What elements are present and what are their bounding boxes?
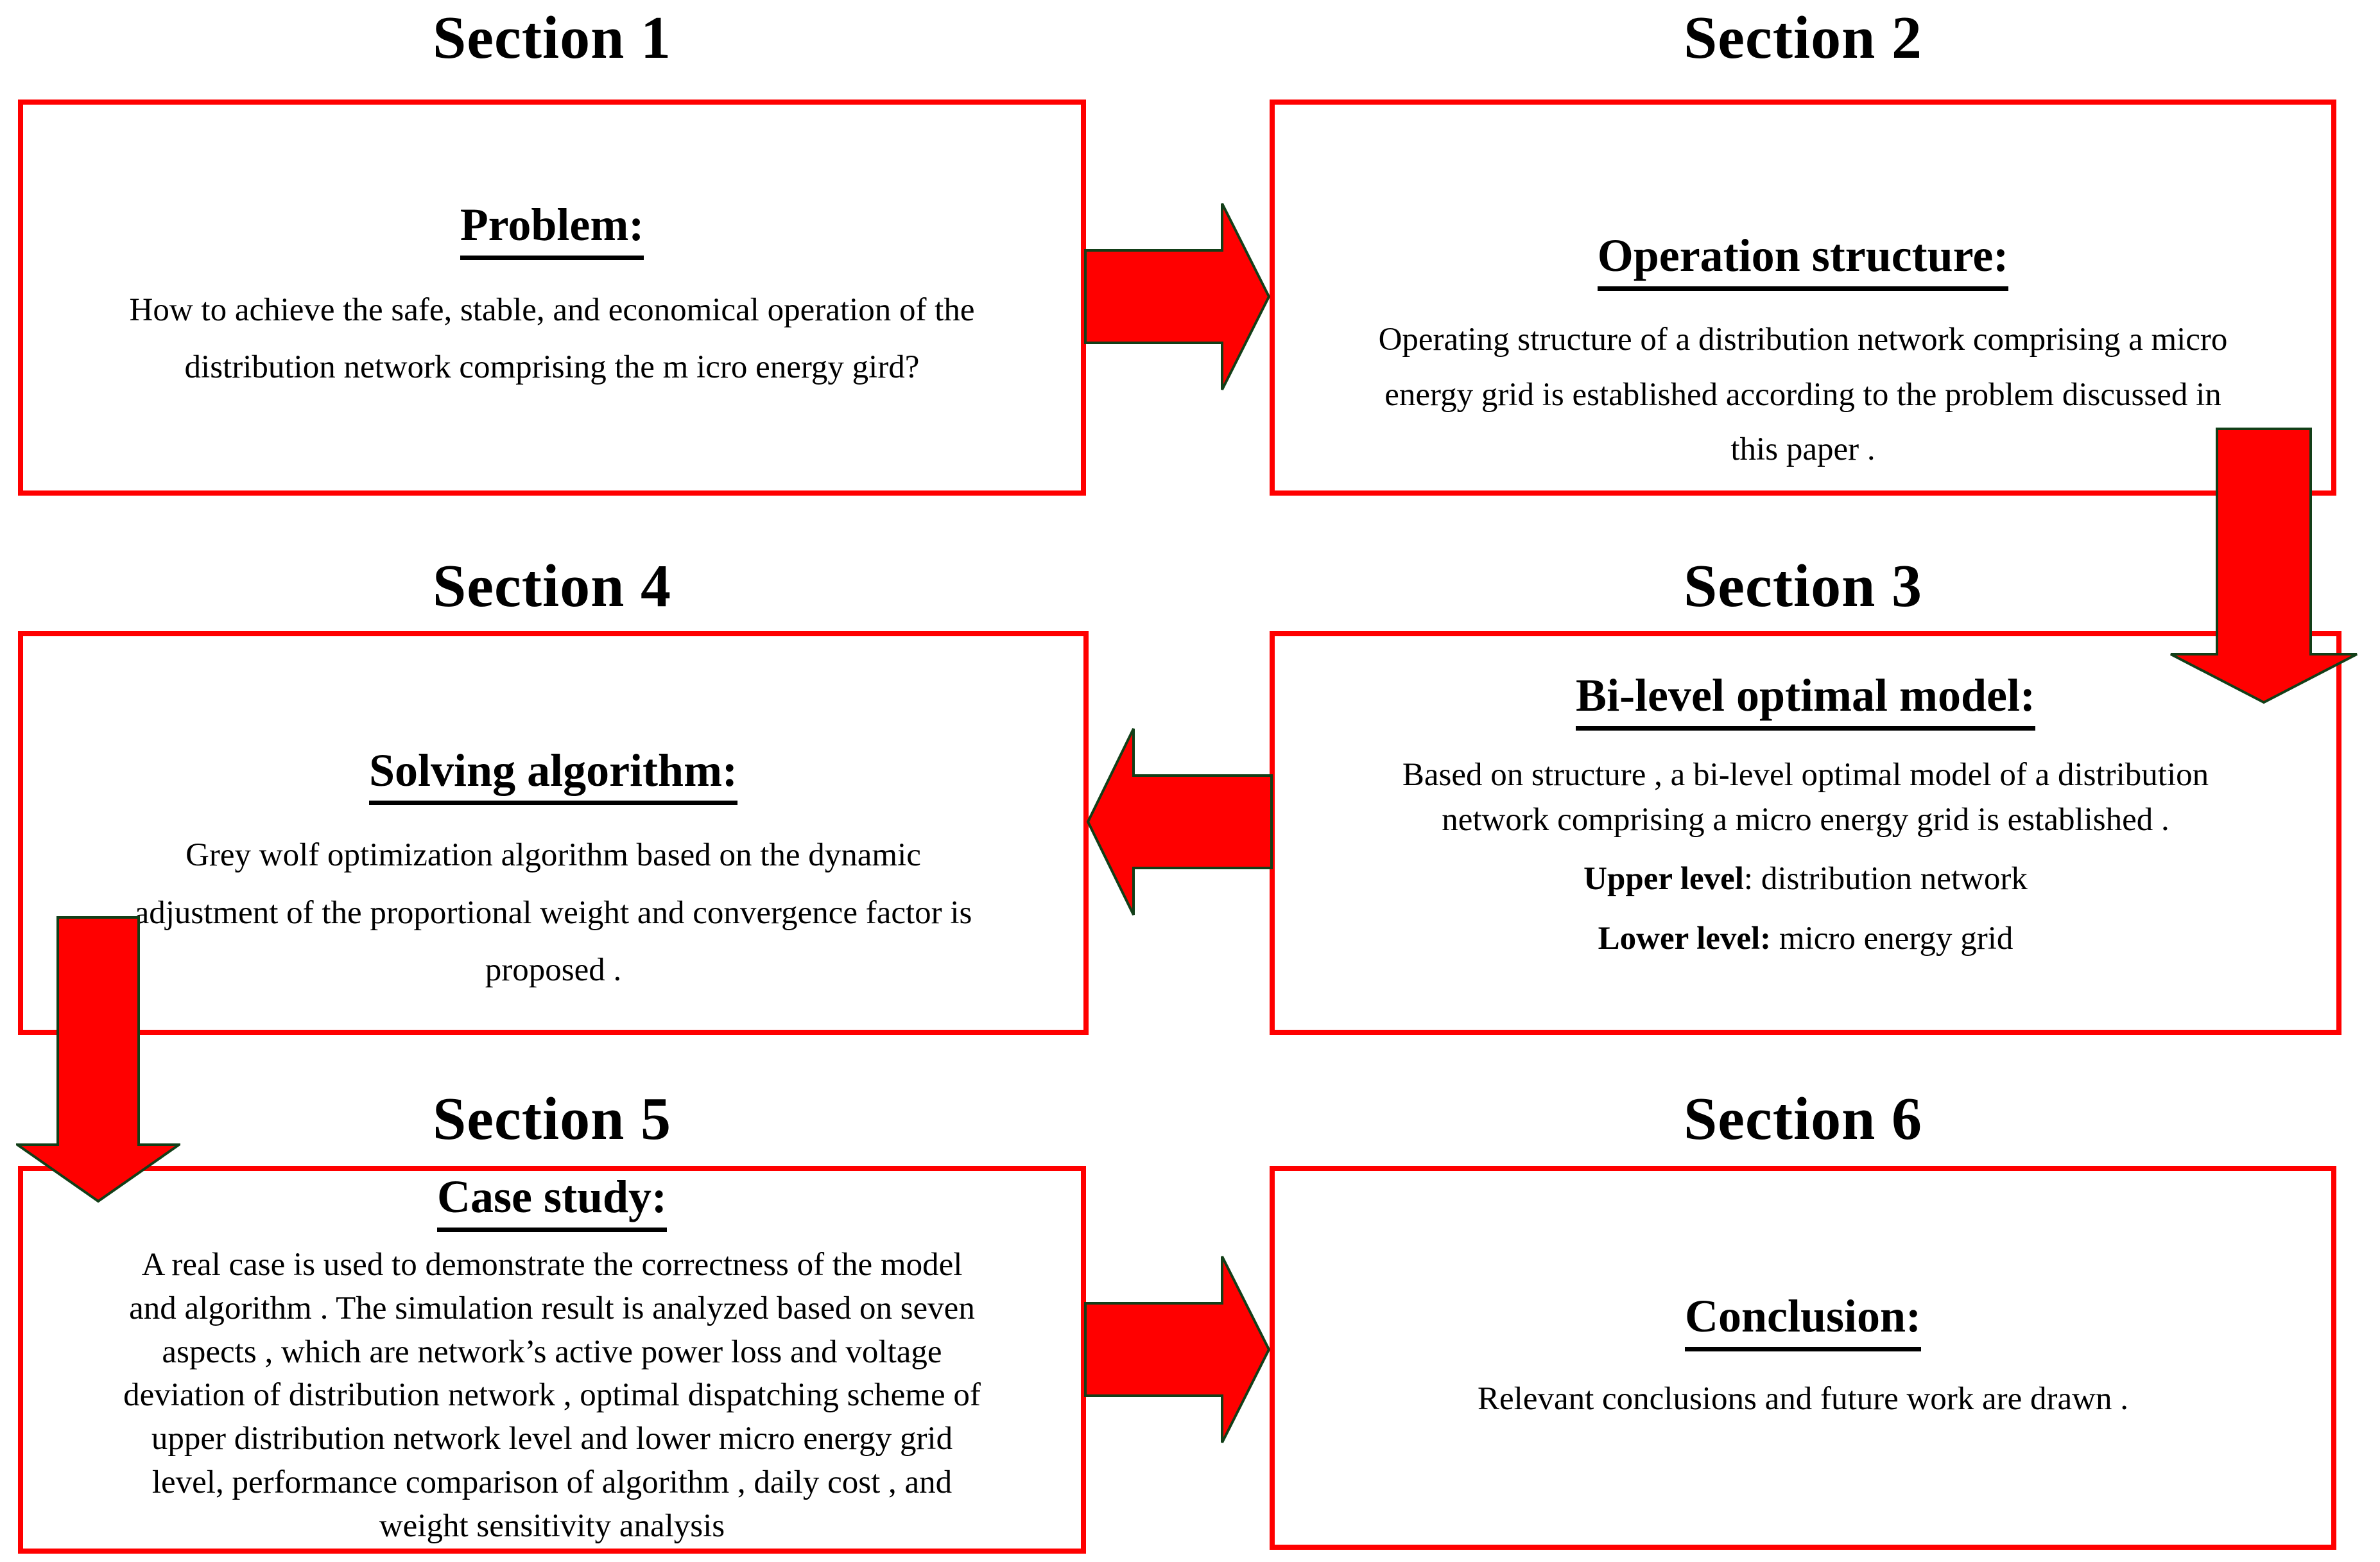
section-4-title: Solving algorithm:: [368, 745, 738, 806]
section-5-body: A real case is used to demonstrate the c…: [123, 1246, 981, 1544]
arrow-section4-to-section5-down-icon: [16, 916, 180, 1203]
section-3-body: Based on structure , a bi-level optimal …: [1402, 756, 2209, 838]
section-1-heading: Section 1: [433, 4, 671, 71]
section-1-title: Problem:: [460, 199, 644, 260]
section-3-heading: Section 3: [1684, 553, 1922, 620]
section-1-body: How to achieve the safe, stable, and eco…: [129, 291, 975, 385]
section-2-title: Operation structure:: [1597, 230, 2009, 291]
section-3-lower-level: Lower level: micro energy grid: [1598, 916, 2014, 961]
section-6-body: Relevant conclusions and future work are…: [1478, 1380, 2128, 1417]
section-4-body: Grey wolf optimization algorithm based o…: [134, 837, 972, 988]
upper-level-label: Upper level: [1583, 861, 1744, 898]
arrow-section3-to-section4-left-icon: [1086, 728, 1273, 916]
section-4-heading: Section 4: [433, 553, 671, 620]
section-5-title: Case study:: [436, 1171, 668, 1232]
section-3-title: Bi-level optimal model:: [1576, 670, 2035, 731]
section-1-box: Problem: How to achieve the safe, stable…: [18, 100, 1086, 496]
section-2-box: Operation structure: Operating structure…: [1270, 100, 2336, 496]
section-6-box: Conclusion: Relevant conclusions and fut…: [1270, 1166, 2336, 1550]
lower-level-label: Lower level:: [1598, 920, 1772, 957]
section-6-heading: Section 6: [1684, 1086, 1922, 1152]
arrow-section1-to-section2-right-icon: [1084, 203, 1271, 390]
section-6-title: Conclusion:: [1684, 1290, 1922, 1351]
lower-level-value: micro energy grid: [1771, 920, 2014, 957]
arrow-section5-to-section6-right-icon: [1084, 1256, 1271, 1443]
section-2-heading: Section 2: [1684, 4, 1922, 71]
upper-level-value: : distribution network: [1743, 861, 2028, 898]
arrow-section2-to-section3-down-icon: [2170, 428, 2358, 704]
section-5-heading: Section 5: [433, 1086, 671, 1152]
section-3-upper-level: Upper level: distribution network: [1583, 856, 2028, 901]
section-5-box: Case study: A real case is used to demon…: [18, 1166, 1086, 1554]
section-4-box: Solving algorithm: Grey wolf optimizatio…: [18, 631, 1089, 1035]
section-2-body: Operating structure of a distribution ne…: [1378, 321, 2228, 468]
section-3-box: Bi-level optimal model: Based on structu…: [1270, 631, 2341, 1035]
